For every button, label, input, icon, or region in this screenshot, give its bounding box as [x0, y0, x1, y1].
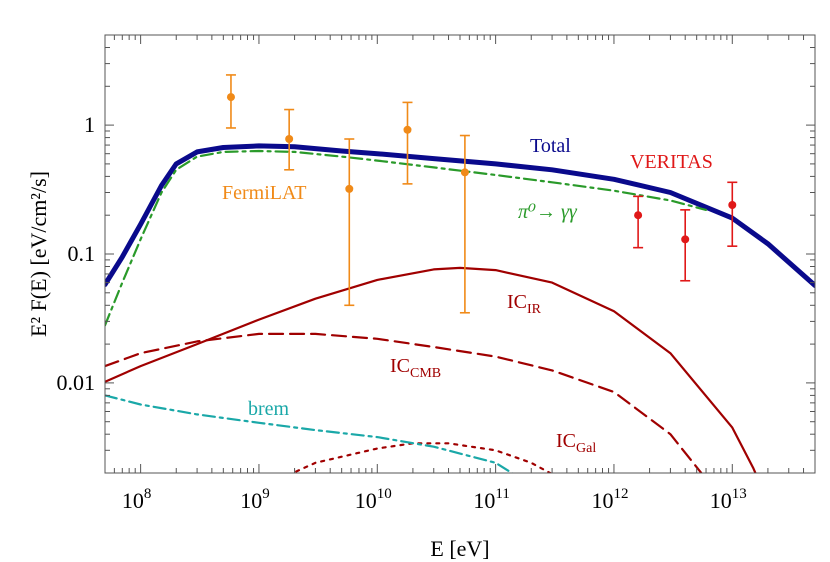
ic-cmb-label: ICCMB [390, 355, 441, 381]
data-marker [285, 135, 294, 144]
data-marker [460, 168, 469, 177]
x-tick-label: 108 [122, 486, 152, 513]
y-tick-label: 0.1 [68, 241, 96, 266]
series-line-brem [105, 394, 514, 473]
fermilat-point [344, 138, 355, 307]
veritas-point [727, 181, 738, 247]
data-marker [728, 200, 737, 209]
x-tick-label: 1013 [710, 486, 747, 513]
y-tick-label: 1 [84, 112, 95, 137]
data-marker [226, 93, 235, 102]
veritas-label: VERITAS [630, 151, 713, 173]
data-marker [403, 125, 412, 134]
series-line-ic-gal [290, 442, 553, 473]
fermilat-label: FermiLAT [222, 182, 306, 204]
data-marker [681, 235, 690, 244]
total-label: Total [530, 135, 571, 157]
fermilat-point [402, 101, 413, 185]
fermilat-point [225, 74, 236, 129]
ic-gal-label: ICGal [556, 430, 596, 456]
brem-label: brem [248, 398, 290, 420]
pi0-label: π⁰→ γγ [518, 201, 578, 223]
plot-frame [104, 34, 816, 474]
veritas-point [633, 195, 644, 249]
series-line-total [105, 143, 815, 288]
series-line-ic-ir [105, 266, 757, 473]
series-line-ic-cmb [105, 332, 703, 473]
y-tick-label: 0.01 [57, 370, 96, 395]
fermilat-point [284, 108, 295, 171]
x-tick-label: 109 [240, 486, 269, 513]
ic-ir-label: ICIR [507, 291, 542, 317]
veritas-point [680, 209, 691, 282]
series-line-pi0 [105, 149, 708, 327]
y-axis-label: E² F(E) [eV/cm²/s] [26, 171, 51, 337]
fermilat-point [459, 134, 470, 314]
x-tick-label: 1012 [591, 486, 628, 513]
x-tick-label: 1011 [473, 486, 509, 513]
x-axis-label: E [eV] [430, 536, 489, 561]
data-marker [345, 184, 354, 193]
x-tick-label: 1010 [355, 486, 392, 513]
data-marker [634, 211, 643, 220]
